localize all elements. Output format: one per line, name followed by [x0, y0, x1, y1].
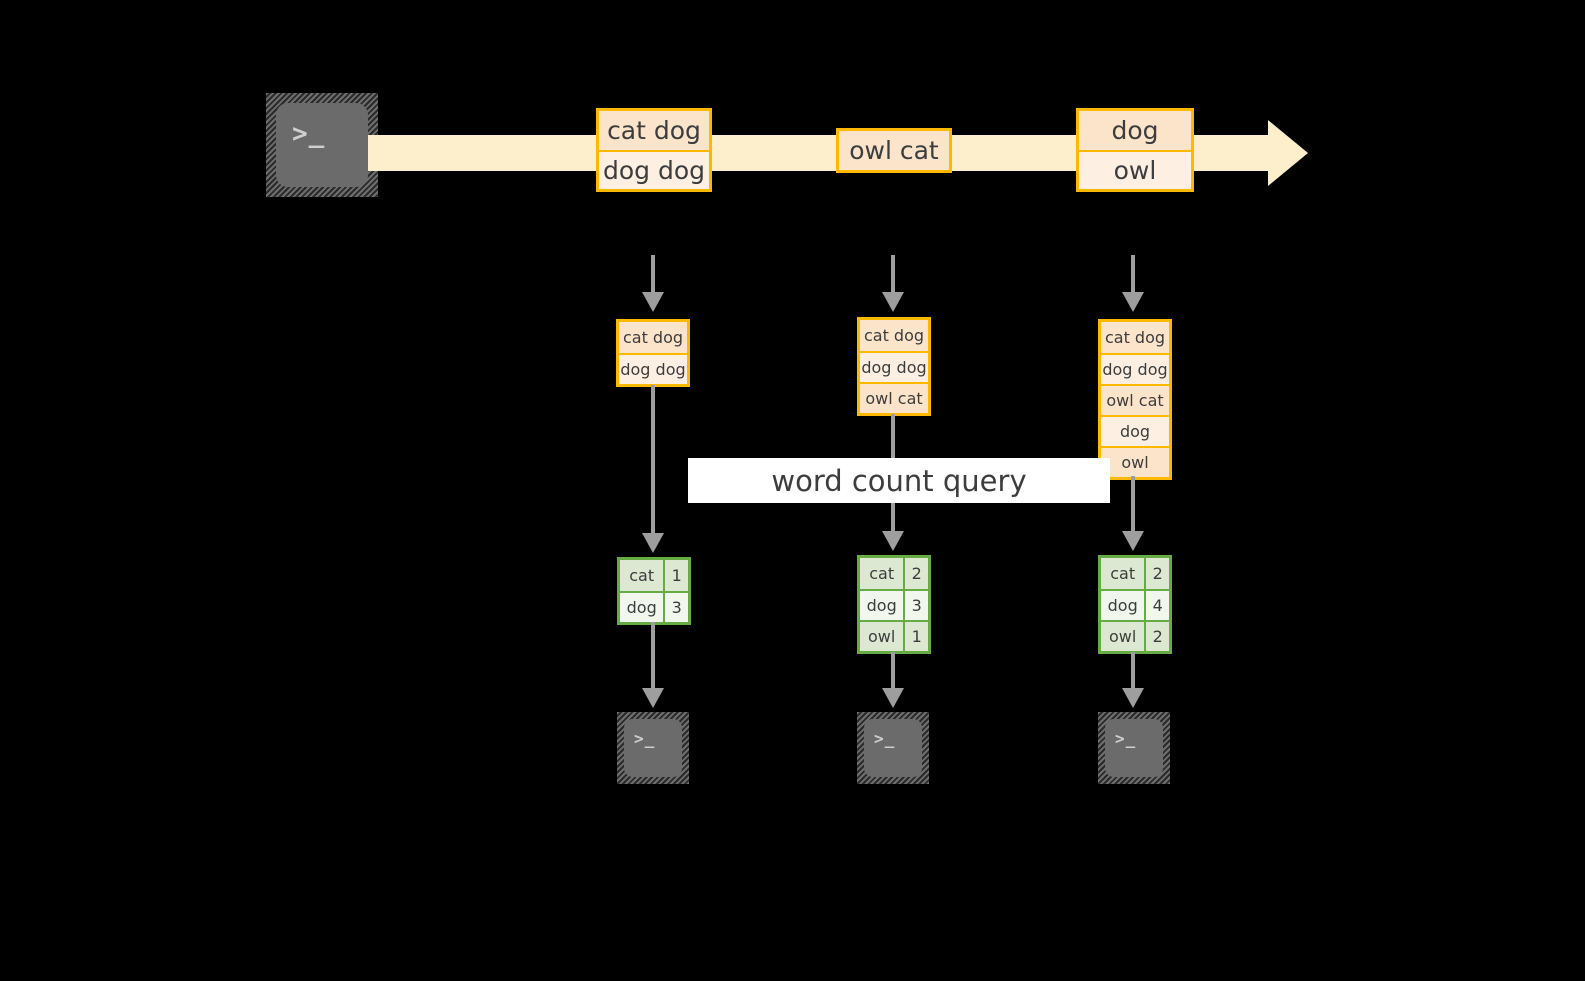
snapshot-1-sink-connector	[651, 622, 655, 690]
snapshot-3-query-arrowhead	[1122, 531, 1144, 551]
snapshot-1-input-box[interactable]: cat dog dog dog	[616, 319, 690, 387]
snapshot-3-sink-terminal-icon[interactable]: >_	[1098, 712, 1170, 784]
terminal-prompt-label: >_	[874, 729, 896, 748]
table-row: owl 2	[1101, 620, 1169, 651]
input-line: cat dog	[1101, 322, 1169, 353]
result-count: 1	[903, 622, 928, 651]
snapshot-2-dashed-connector	[891, 255, 895, 293]
event-line: cat dog	[599, 111, 709, 150]
result-count: 2	[903, 558, 928, 589]
snapshot-2-sink-arrowhead	[882, 688, 904, 708]
result-word: dog	[620, 593, 664, 622]
snapshot-1-dashed-arrowhead	[642, 292, 664, 312]
table-row: dog 3	[860, 589, 928, 620]
input-line: dog	[1101, 415, 1169, 446]
snapshot-2-result-table[interactable]: cat 2 dog 3 owl 1	[857, 555, 931, 654]
result-word: dog	[1101, 591, 1145, 620]
terminal-prompt-label: >_	[634, 729, 656, 748]
input-line: owl cat	[860, 382, 928, 413]
result-count: 2	[1144, 622, 1169, 651]
input-line: dog dog	[860, 351, 928, 382]
snapshot-3-dashed-arrowhead	[1122, 292, 1144, 312]
snapshot-1-dashed-connector	[651, 255, 655, 293]
table-row: cat 2	[860, 558, 928, 589]
result-word: owl	[1101, 622, 1145, 651]
result-word: cat	[1101, 558, 1145, 589]
terminal-prompt-label: >_	[292, 119, 326, 149]
source-terminal-icon[interactable]: >_	[266, 93, 378, 197]
result-word: cat	[860, 558, 904, 589]
snapshot-1-sink-arrowhead	[642, 688, 664, 708]
event-line: owl	[1079, 150, 1191, 189]
terminal-body: >_	[864, 719, 922, 777]
result-count: 3	[903, 591, 928, 620]
result-word: owl	[860, 622, 904, 651]
snapshot-1-sink-terminal-icon[interactable]: >_	[617, 712, 689, 784]
table-row: cat 2	[1101, 558, 1169, 589]
snapshot-2-sink-terminal-icon[interactable]: >_	[857, 712, 929, 784]
stream-event-1[interactable]: cat dog dog dog	[596, 108, 712, 192]
event-line: dog dog	[599, 150, 709, 189]
table-row: dog 3	[620, 591, 688, 622]
stream-event-3[interactable]: dog owl	[1076, 108, 1194, 192]
input-line: owl	[1101, 446, 1169, 477]
snapshot-3-input-box[interactable]: cat dog dog dog owl cat dog owl	[1098, 319, 1172, 480]
result-word: cat	[620, 560, 664, 591]
snapshot-2-dashed-arrowhead	[882, 292, 904, 312]
result-word: dog	[860, 591, 904, 620]
snapshot-1-query-connector	[651, 385, 655, 535]
snapshot-2-input-box[interactable]: cat dog dog dog owl cat	[857, 317, 931, 416]
terminal-body: >_	[276, 103, 368, 187]
result-count: 1	[663, 560, 688, 591]
input-line: cat dog	[860, 320, 928, 351]
input-line: dog dog	[1101, 353, 1169, 384]
terminal-body: >_	[1105, 719, 1163, 777]
query-label: word count query	[771, 463, 1027, 498]
snapshot-3-dashed-connector	[1131, 255, 1135, 293]
result-count: 2	[1144, 558, 1169, 589]
event-line: dog	[1079, 111, 1191, 150]
query-label-band: word count query	[688, 458, 1110, 503]
input-line: owl cat	[1101, 384, 1169, 415]
table-row: cat 1	[620, 560, 688, 591]
snapshot-1-query-arrowhead	[642, 533, 664, 553]
input-line: cat dog	[619, 322, 687, 353]
snapshot-1-result-table[interactable]: cat 1 dog 3	[617, 557, 691, 625]
snapshot-2-sink-connector	[891, 652, 895, 690]
input-line: dog dog	[619, 353, 687, 384]
snapshot-3-sink-connector	[1131, 652, 1135, 690]
stream-event-2[interactable]: owl cat	[836, 128, 952, 173]
snapshot-2-query-arrowhead	[882, 531, 904, 551]
result-count: 4	[1144, 591, 1169, 620]
result-count: 3	[663, 593, 688, 622]
snapshot-3-query-connector	[1131, 476, 1135, 534]
terminal-prompt-label: >_	[1115, 729, 1137, 748]
event-line: owl cat	[839, 131, 949, 170]
snapshot-3-sink-arrowhead	[1122, 688, 1144, 708]
terminal-body: >_	[624, 719, 682, 777]
stream-arrow-head	[1268, 120, 1308, 186]
table-row: owl 1	[860, 620, 928, 651]
table-row: dog 4	[1101, 589, 1169, 620]
snapshot-3-result-table[interactable]: cat 2 dog 4 owl 2	[1098, 555, 1172, 654]
